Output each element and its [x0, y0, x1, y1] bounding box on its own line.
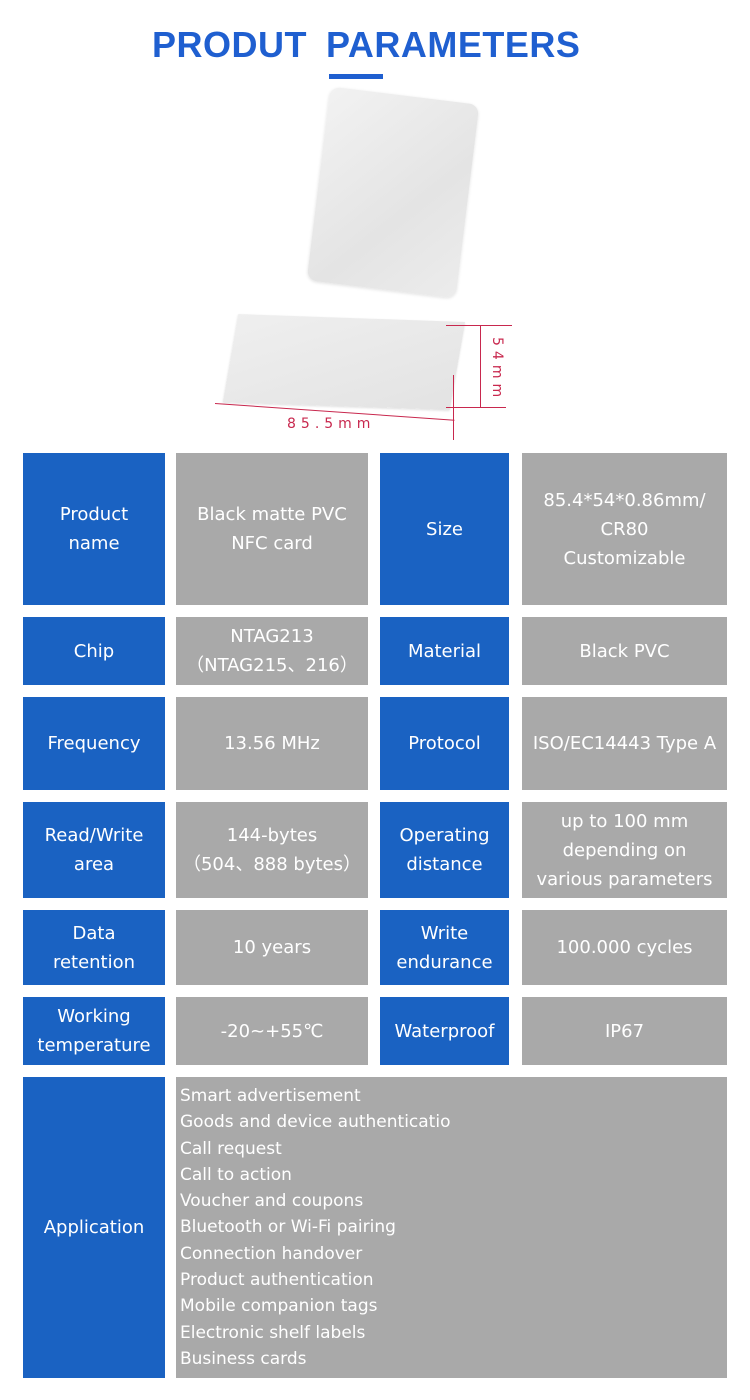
param-label: Write endurance	[380, 910, 509, 985]
application-item: Bluetooth or Wi-Fi pairing	[180, 1217, 396, 1238]
param-label: Frequency	[23, 697, 165, 790]
param-value: Black matte PVC NFC card	[176, 453, 368, 605]
application-item: Goods and device authenticatio	[180, 1112, 451, 1133]
param-label: Working temperature	[23, 997, 165, 1065]
param-label: Size	[380, 453, 509, 605]
application-item: Product authentication	[180, 1270, 374, 1291]
param-label: Waterproof	[380, 997, 509, 1065]
application-item: Mobile companion tags	[180, 1296, 378, 1317]
card-image-flat	[222, 314, 466, 410]
param-value: 144-bytes （504、888 bytes）	[176, 802, 368, 898]
application-item: Electronic shelf labels	[180, 1322, 366, 1343]
param-label: Material	[380, 617, 509, 685]
application-item: Smart advertisement	[180, 1086, 361, 1106]
application-item: Call request	[180, 1138, 282, 1159]
param-label: Operating distance	[380, 802, 509, 898]
param-value: 85.4*54*0.86mm/ CR80 Customizable	[522, 453, 727, 605]
param-value: -20~+55℃	[176, 997, 368, 1065]
height-dimension-tick	[446, 325, 512, 326]
param-value: IP67	[522, 997, 727, 1065]
param-label: Chip	[23, 617, 165, 685]
param-value: ISO/EC14443 Type A	[522, 697, 727, 790]
param-value: 10 years	[176, 910, 368, 985]
param-value: 13.56 MHz	[176, 697, 368, 790]
param-value: NTAG213 （NTAG215、216）	[176, 617, 368, 685]
param-label: Product name	[23, 453, 165, 605]
width-dimension-tick	[453, 375, 454, 440]
param-label: Protocol	[380, 697, 509, 790]
title-word-2: PARAMETERS	[326, 24, 581, 65]
param-value: up to 100 mm depending on various parame…	[522, 802, 727, 898]
param-label: Data retention	[23, 910, 165, 985]
application-label: Application	[23, 1077, 165, 1378]
title-word-1: PRODUT	[152, 24, 307, 65]
width-label: 85.5mm	[287, 416, 376, 432]
height-label: 54mm	[489, 337, 505, 403]
application-item: Voucher and coupons	[180, 1191, 364, 1212]
application-list: Smart advertisement Goods and device aut…	[176, 1077, 727, 1378]
param-label: Read/Write area	[23, 802, 165, 898]
application-item: Business cards	[180, 1348, 307, 1369]
application-item: Call to action	[180, 1164, 292, 1185]
param-value: Black PVC	[522, 617, 727, 685]
title-underline	[329, 74, 383, 79]
card-image-upright	[306, 86, 480, 299]
height-dimension-line	[480, 325, 481, 407]
param-value: 100.000 cycles	[522, 910, 727, 985]
application-item: Connection handover	[180, 1243, 363, 1264]
height-dimension-tick	[446, 407, 506, 408]
